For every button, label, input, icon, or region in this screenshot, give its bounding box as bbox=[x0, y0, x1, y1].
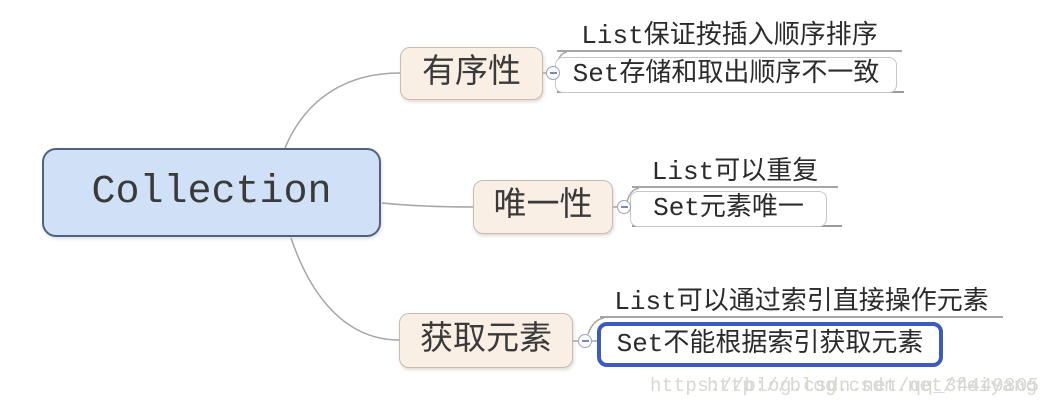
child-topic-set-ordering[interactable]: Set存储和取出顺序不一致 bbox=[555, 57, 897, 93]
branch-node-ordering[interactable]: 有序性 bbox=[400, 47, 543, 100]
link-root-to-branch3 bbox=[290, 237, 400, 341]
collapse-toggle-branch2[interactable] bbox=[617, 200, 631, 214]
link-toggle3-to-child1 bbox=[587, 317, 605, 335]
child-topic-list-duplicates[interactable]: List可以重复 bbox=[632, 158, 838, 188]
branch-label: 唯一性 bbox=[493, 188, 593, 225]
minus-icon bbox=[581, 340, 589, 342]
child-topic-label: List可以通过索引直接操作元素 bbox=[614, 287, 989, 317]
branch-label: 有序性 bbox=[422, 55, 521, 92]
collapse-toggle-branch1[interactable] bbox=[546, 66, 560, 80]
child-topic-label: List可以重复 bbox=[651, 157, 819, 187]
link-root-to-branch1 bbox=[284, 72, 401, 149]
child-topic-label: Set存储和取出顺序不一致 bbox=[572, 59, 880, 89]
child-topic-list-ordering[interactable]: List保证按插入顺序排序 bbox=[557, 22, 902, 52]
child-topic-label: Set不能根据索引获取元素 bbox=[616, 329, 924, 359]
root-label: Collection bbox=[91, 170, 332, 215]
collapse-toggle-branch3[interactable] bbox=[578, 334, 592, 348]
branch-node-uniqueness[interactable]: 唯一性 bbox=[473, 180, 613, 234]
minus-icon bbox=[620, 206, 628, 208]
child-topic-label: Set元素唯一 bbox=[653, 193, 804, 223]
link-root-to-branch2 bbox=[381, 202, 474, 208]
child-topic-label: List保证按插入顺序排序 bbox=[581, 21, 878, 51]
child-topic-set-no-index-selected[interactable]: Set不能根据索引获取元素 bbox=[597, 322, 943, 367]
child-topic-list-index-access[interactable]: List可以通过索引直接操作元素 bbox=[600, 288, 1003, 318]
child-topic-set-unique[interactable]: Set元素唯一 bbox=[630, 191, 827, 227]
branch-node-get-elements[interactable]: 获取元素 bbox=[399, 313, 573, 368]
minus-icon bbox=[549, 72, 557, 74]
root-node-collection[interactable]: Collection bbox=[42, 148, 381, 237]
branch-label: 获取元素 bbox=[420, 322, 552, 359]
